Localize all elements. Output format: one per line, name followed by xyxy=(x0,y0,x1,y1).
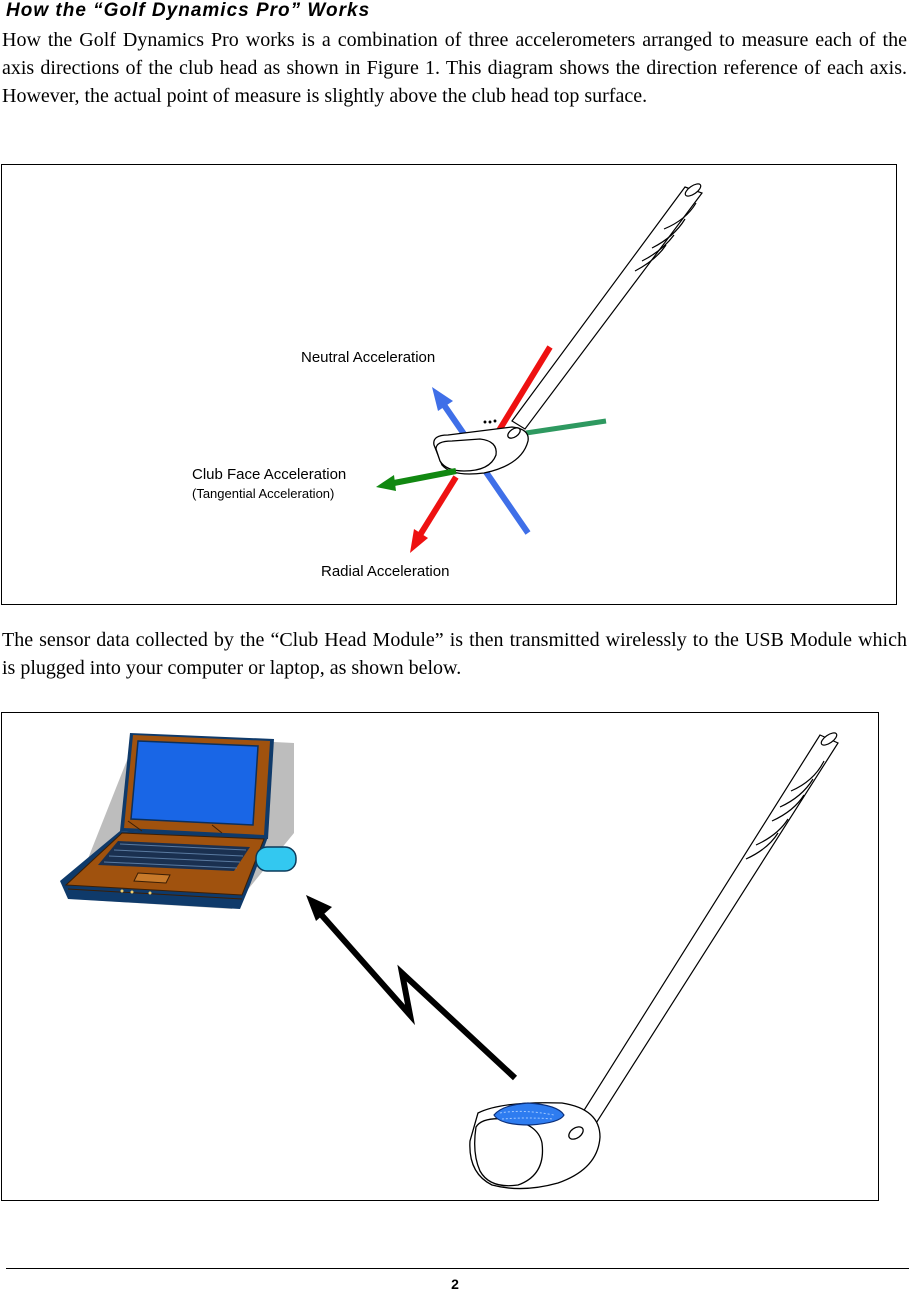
club-head xyxy=(433,419,529,475)
golf-club-shaft xyxy=(511,183,703,430)
club-face-acceleration-axis xyxy=(376,468,457,491)
golf-club-shaft xyxy=(570,732,839,1140)
transmission-paragraph: The sensor data collected by the “Club H… xyxy=(2,629,907,679)
laptop-screen xyxy=(130,740,259,826)
footer-rule xyxy=(6,1268,909,1269)
usb-module xyxy=(255,846,297,872)
secondary-axis-line xyxy=(525,418,607,436)
tangential-acceleration-label: (Tangential Acceleration) xyxy=(192,486,335,501)
page-number: 2 xyxy=(451,1276,459,1292)
intro-paragraph: How the Golf Dynamics Pro works is a com… xyxy=(2,29,907,107)
section-heading: How the “Golf Dynamics Pro” Works xyxy=(6,0,371,21)
laptop-touchpad xyxy=(133,872,171,884)
accelerometer-axes-figure: Neutral Acceleration Club Face Accelerat… xyxy=(1,164,897,605)
neutral-acceleration-label: Neutral Acceleration xyxy=(301,349,436,366)
accelerometer-axes-illustration xyxy=(376,183,703,553)
wireless-signal-arrow xyxy=(306,895,518,1081)
club-face-acceleration-label: Club Face Acceleration xyxy=(192,466,347,483)
club-head-sensor-module xyxy=(493,1102,565,1126)
radial-acceleration-label: Radial Acceleration xyxy=(321,563,450,580)
club-head xyxy=(469,1102,601,1190)
laptop-computer xyxy=(60,733,294,909)
wireless-transmission-illustration xyxy=(60,732,839,1190)
wireless-transmission-figure xyxy=(1,712,879,1201)
